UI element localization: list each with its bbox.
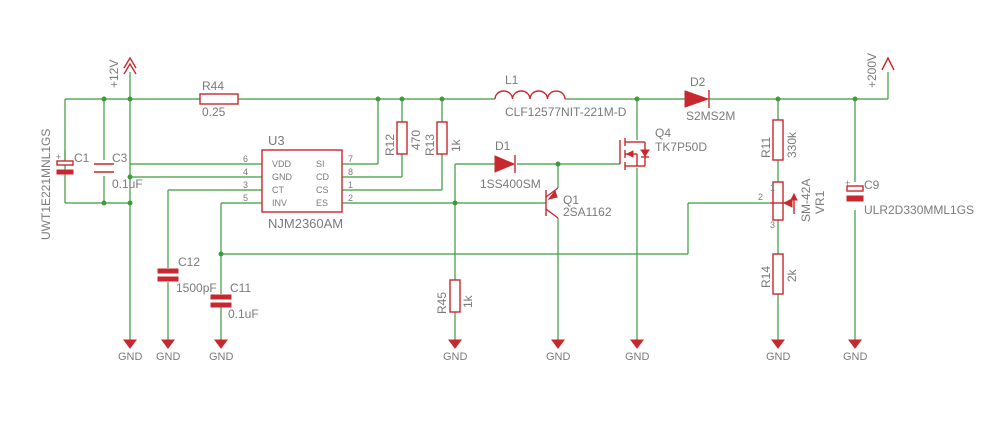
- svg-text:ULR2D330MML1GS: ULR2D330MML1GS: [864, 203, 974, 217]
- svg-text:2SA1162: 2SA1162: [563, 205, 612, 219]
- svg-text:D1: D1: [495, 139, 511, 153]
- svg-text:C11: C11: [230, 281, 251, 295]
- svg-text:GND: GND: [625, 351, 650, 363]
- svg-text:2k: 2k: [785, 268, 799, 282]
- svg-text:D2: D2: [690, 75, 706, 89]
- svg-text:1k: 1k: [449, 138, 463, 152]
- ground-symbols: GND GND GND GND GND GND GND GND: [118, 339, 868, 363]
- svg-text:R13: R13: [423, 134, 437, 156]
- svg-text:+12V: +12V: [107, 60, 121, 88]
- svg-text:+200V: +200V: [865, 53, 879, 88]
- svg-text:U3: U3: [268, 133, 285, 148]
- svg-text:C12: C12: [178, 255, 200, 269]
- diode-d2: D2 S2MS2M: [684, 75, 735, 123]
- vout-supply-symbol: +200V: [865, 53, 895, 88]
- svg-text:0.1uF: 0.1uF: [228, 307, 259, 321]
- potentiometer-vr1: 1 2 3 SM-42A VR1: [758, 179, 827, 230]
- svg-text:CT: CT: [272, 185, 284, 195]
- svg-text:C9: C9: [864, 178, 880, 192]
- svg-text:R44: R44: [202, 79, 224, 93]
- svg-text:Q4: Q4: [655, 126, 671, 140]
- resistor-r44: R44 0.25: [199, 79, 239, 119]
- svg-text:ES: ES: [316, 198, 328, 208]
- svg-text:+: +: [56, 152, 61, 162]
- svg-text:4: 4: [243, 167, 248, 177]
- svg-text:GND: GND: [209, 351, 234, 363]
- capacitor-c11: C11 0.1uF: [210, 281, 259, 321]
- ground-c3: GND: [118, 339, 143, 363]
- svg-text:VDD: VDD: [272, 159, 292, 169]
- svg-text:R14: R14: [759, 266, 773, 288]
- svg-text:GND: GND: [843, 351, 868, 363]
- svg-text:GND: GND: [118, 351, 143, 363]
- svg-text:5: 5: [243, 193, 248, 203]
- svg-text:SI: SI: [316, 159, 325, 169]
- resistor-r12: R12 470: [383, 121, 423, 156]
- wires: [64, 72, 889, 340]
- capacitor-c9: + C9 ULR2D330MML1GS: [845, 178, 974, 217]
- ground-q4: GND: [625, 339, 650, 363]
- svg-text:R11: R11: [759, 137, 773, 158]
- resistor-r45: R45 1k: [435, 279, 475, 314]
- svg-text:1500pF: 1500pF: [176, 281, 217, 295]
- ground-r45: GND: [443, 339, 468, 363]
- junctions: [101, 96, 858, 257]
- svg-text:3: 3: [770, 220, 775, 230]
- svg-text:GND: GND: [766, 351, 791, 363]
- svg-text:1k: 1k: [461, 294, 475, 308]
- capacitor-c12: C12 1500pF: [157, 255, 217, 295]
- svg-text:1: 1: [348, 180, 353, 190]
- diode-d1: D1 1SS400SM: [480, 139, 541, 191]
- svg-text:0.25: 0.25: [202, 105, 226, 119]
- svg-text:R45: R45: [435, 292, 449, 314]
- svg-text:470: 470: [409, 130, 423, 150]
- svg-text:CD: CD: [316, 172, 329, 182]
- resistor-r14: R14 2k: [759, 253, 799, 295]
- svg-text:1SS400SM: 1SS400SM: [480, 177, 541, 191]
- svg-text:7: 7: [348, 154, 353, 164]
- transistor-q1: Q1 2SA1162: [538, 187, 612, 219]
- ground-q1: GND: [546, 339, 571, 363]
- svg-text:INV: INV: [272, 198, 287, 208]
- inductor-l1: L1 CLF12577NIT-221M-D: [494, 73, 627, 119]
- svg-text:CS: CS: [316, 185, 329, 195]
- svg-text:CLF12577NIT-221M-D: CLF12577NIT-221M-D: [505, 105, 627, 119]
- svg-text:0.1uF: 0.1uF: [112, 177, 143, 191]
- svg-text:SM-42A: SM-42A: [799, 179, 813, 222]
- svg-text:GND: GND: [443, 351, 468, 363]
- svg-text:GND: GND: [546, 351, 571, 363]
- svg-text:UWT1E221MNL1GS: UWT1E221MNL1GS: [39, 129, 53, 240]
- svg-text:C1: C1: [74, 151, 90, 165]
- svg-text:1: 1: [770, 183, 775, 193]
- svg-text:3: 3: [243, 180, 248, 190]
- vin-supply-symbol: +12V: [107, 56, 137, 88]
- svg-text:GND: GND: [156, 351, 181, 363]
- svg-text:C3: C3: [112, 151, 128, 165]
- ground-c12: GND: [156, 339, 181, 363]
- capacitor-c3: C3 0.1uF: [94, 151, 143, 191]
- resistor-r13: R13 1k: [423, 121, 463, 156]
- svg-text:2: 2: [348, 193, 353, 203]
- ic-u3: U3 NJM2360AM 6 4 3 5 VDD GND CT INV 7 8 …: [243, 133, 353, 231]
- svg-text:R12: R12: [383, 134, 397, 156]
- svg-text:330k: 330k: [785, 131, 799, 158]
- ground-c9: GND: [843, 339, 868, 363]
- svg-text:TK7P50D: TK7P50D: [655, 140, 707, 154]
- svg-text:8: 8: [348, 167, 353, 177]
- svg-text:Q1: Q1: [563, 193, 579, 207]
- svg-text:NJM2360AM: NJM2360AM: [268, 216, 343, 231]
- resistor-r11: R11 330k: [759, 119, 799, 161]
- svg-text:6: 6: [243, 154, 248, 164]
- svg-text:+: +: [845, 178, 850, 188]
- svg-text:S2MS2M: S2MS2M: [686, 109, 735, 123]
- ground-c11: GND: [209, 339, 234, 363]
- capacitor-c1: + C1 UWT1E221MNL1GS: [39, 129, 90, 240]
- ground-r14: GND: [766, 339, 791, 363]
- mosfet-q4: Q4 TK7P50D: [619, 126, 707, 170]
- svg-text:L1: L1: [505, 73, 519, 87]
- svg-text:VR1: VR1: [813, 190, 827, 214]
- svg-text:GND: GND: [272, 172, 293, 182]
- svg-text:2: 2: [758, 192, 763, 202]
